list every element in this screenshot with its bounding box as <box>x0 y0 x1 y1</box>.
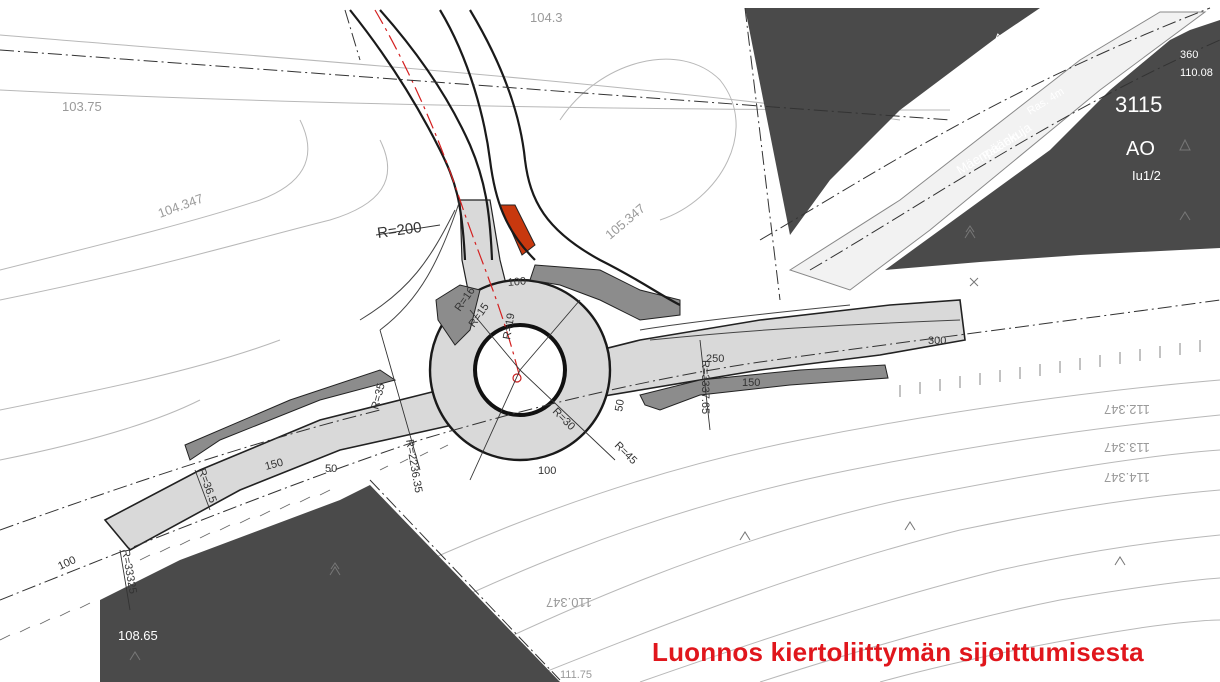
elevation-label: 112.347 <box>1104 402 1150 417</box>
radius-label: R=3337.65 <box>699 360 711 414</box>
radius-label: R=19 <box>501 312 517 340</box>
road-edges <box>349 9 961 341</box>
elevation-label: 113.347 <box>1104 440 1150 455</box>
tree-icon <box>1114 556 1126 566</box>
highlight-kerb <box>499 204 536 256</box>
tree-symbols <box>129 138 1191 661</box>
elevation-label: 111.75 <box>560 669 592 681</box>
chainage-label: 50 <box>613 398 627 412</box>
tree-icon <box>904 521 916 531</box>
radius-label: R=200 <box>376 219 423 242</box>
elevation-label: 105.347 <box>602 201 648 243</box>
plot-area-3115 <box>885 20 1220 270</box>
chainage-label: 250 <box>706 353 724 365</box>
radius-label: R=45 <box>612 440 639 467</box>
plot-area-north <box>745 8 1040 235</box>
tree-icon <box>739 531 751 541</box>
road-surfaces <box>103 11 1207 552</box>
elevation-label: 104.347 <box>156 191 205 221</box>
elevation-label: 114.347 <box>1104 470 1150 485</box>
cross-marker-icon <box>969 277 979 287</box>
tree-icon <box>129 651 141 661</box>
building-areas <box>100 8 1220 682</box>
corner-label: 110.08 <box>1180 67 1213 79</box>
radius-label: R=33325 <box>119 548 139 594</box>
star-icon <box>1179 138 1191 151</box>
chainage-label: 150 <box>742 377 760 389</box>
plot-info-block: 3115 AO Iu1/2 360 110.08 <box>1115 49 1213 183</box>
chainage-label: 150 <box>264 457 285 473</box>
plot-number: 3115 <box>1115 92 1162 117</box>
corner-label: 360 <box>1180 49 1198 61</box>
radius-label: R=2236.35 <box>403 438 424 493</box>
chainage-label: 100 <box>507 275 526 289</box>
traffic-islands <box>184 204 889 461</box>
elevation-label: 103.75 <box>62 99 102 114</box>
floor-count: Iu1/2 <box>1132 168 1161 183</box>
kerb-hatching <box>0 340 1201 641</box>
tree-icon <box>329 562 341 576</box>
plot-area-south <box>100 485 560 682</box>
chainage-label: 100 <box>538 465 556 477</box>
centerlines <box>0 7 1220 601</box>
elevation-label: 110.347 <box>546 595 592 610</box>
dimension-lines <box>119 224 711 611</box>
tree-icon <box>1179 211 1191 221</box>
tree-icon <box>964 225 976 239</box>
zoning-code: AO <box>1126 138 1155 160</box>
chainage-label: 300 <box>928 335 946 347</box>
map-caption: Luonnos kiertoliittymän sijoittumisesta <box>652 637 1144 667</box>
elevation-label: 104.3 <box>530 10 563 25</box>
elevation-label: 108.65 <box>118 628 158 643</box>
plot-boundaries <box>0 7 951 681</box>
chainage-label: 50 <box>325 463 337 475</box>
